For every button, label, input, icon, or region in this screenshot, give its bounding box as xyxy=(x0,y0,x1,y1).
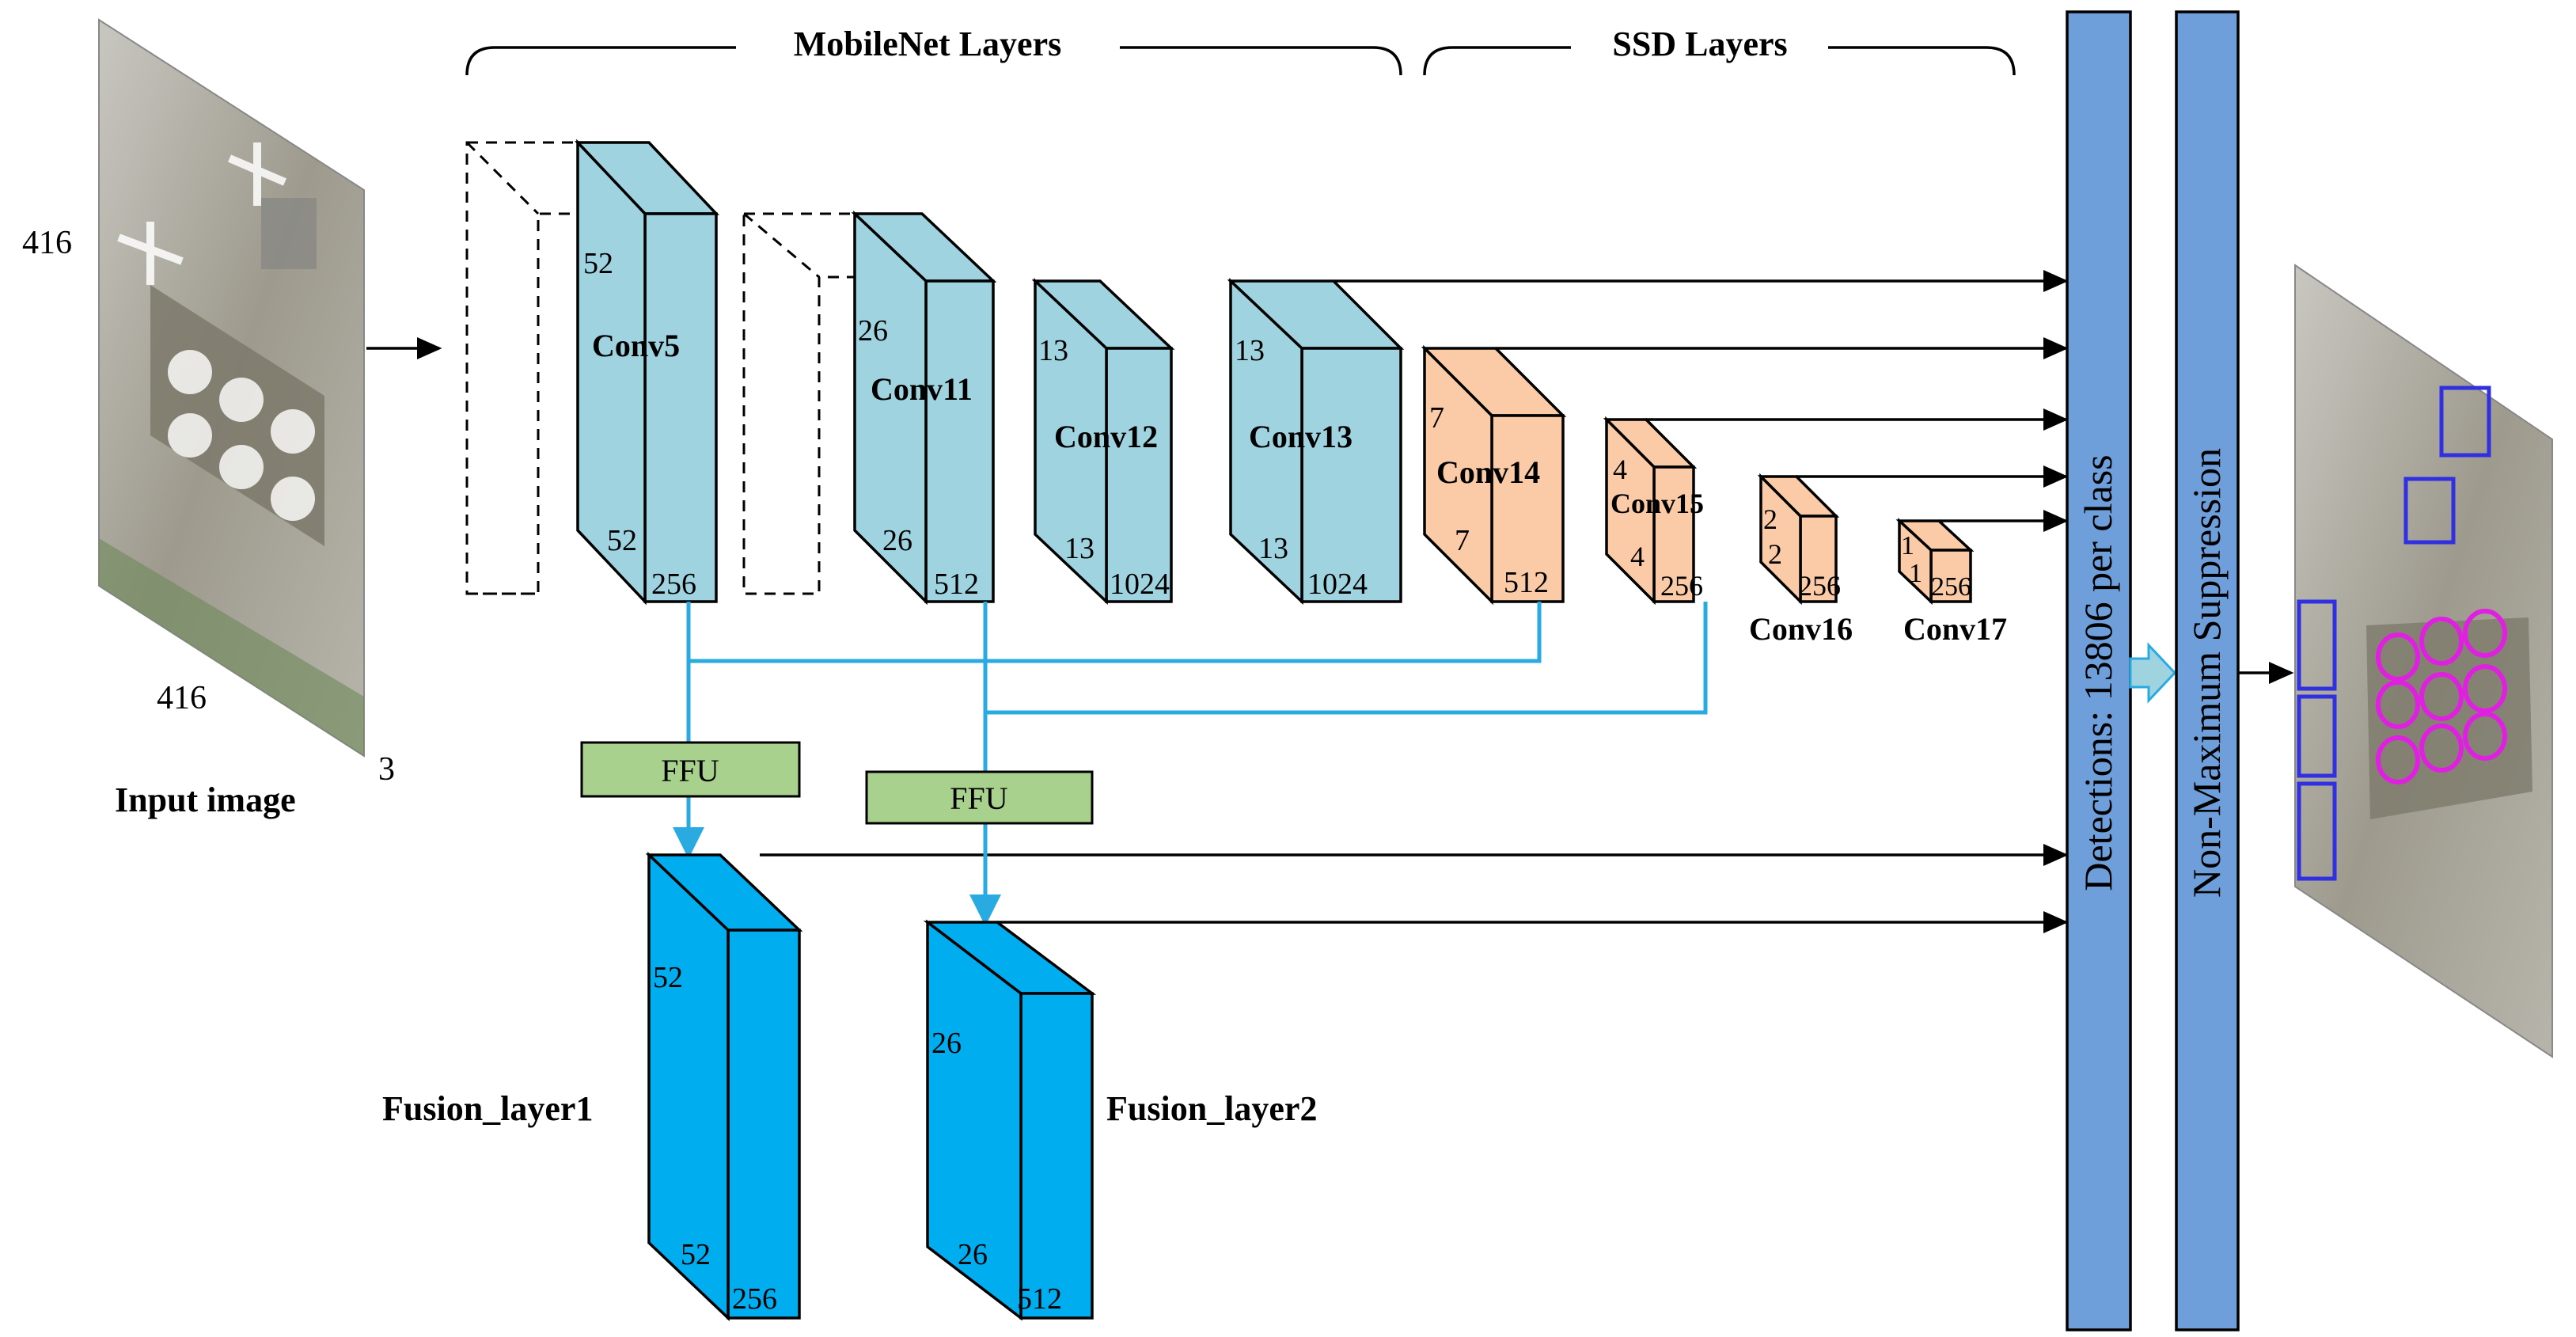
conv15-name: Conv15 xyxy=(1610,488,1704,519)
conv12-channels: 1024 xyxy=(1110,568,1170,601)
conv5-block: 52 Conv5 52 256 xyxy=(574,139,720,606)
ffu-label-2: FFU xyxy=(950,781,1007,816)
conv11-name: Conv11 xyxy=(871,371,973,407)
detections-label: Detections: 13806 per class xyxy=(2076,454,2120,891)
conv15-block: 4 Conv15 4 256 xyxy=(1603,416,1704,606)
conv13-name: Conv13 xyxy=(1249,419,1352,454)
input-width-dim: 416 xyxy=(157,680,207,716)
conv11-dashed-placeholder xyxy=(742,212,856,595)
conv14-width: 7 xyxy=(1455,524,1470,557)
conv5-width: 52 xyxy=(607,524,637,557)
output-image xyxy=(2294,264,2553,1058)
ffu-box-2: FFU xyxy=(865,770,1094,825)
feature-fusion-connectors xyxy=(673,602,1708,926)
fusion1-name: Fusion_layer1 xyxy=(382,1089,593,1128)
mobilenet-group-label: MobileNet Layers xyxy=(794,25,1061,63)
fusion2-channels: 512 xyxy=(1017,1282,1062,1316)
conv17-width: 1 xyxy=(1909,559,1922,588)
conv17-name: Conv17 xyxy=(1903,611,2007,647)
detections-bar: Detections: 13806 per class xyxy=(2066,10,2132,1331)
conv14-height: 7 xyxy=(1429,401,1444,435)
conv17-channels: 256 xyxy=(1931,572,1971,602)
conv5-name: Conv5 xyxy=(592,328,680,363)
fusion1-channels: 256 xyxy=(732,1282,777,1316)
detections-to-nms-arrow xyxy=(2129,642,2177,704)
fusion-layer1-block: 52 52 256 Fusion_layer1 xyxy=(382,851,803,1322)
conv13-width: 13 xyxy=(1258,532,1288,565)
conv17-block: 1 1 256 Conv17 xyxy=(1895,517,2007,647)
ssd-group-label: SSD Layers xyxy=(1612,25,1787,63)
conv17-height: 1 xyxy=(1901,531,1914,560)
fusion-layer2-block: 26 26 512 Fusion_layer2 xyxy=(923,919,1317,1321)
conv14-name: Conv14 xyxy=(1436,454,1540,490)
detection-arrows xyxy=(760,270,2069,933)
ffu-box-1: FFU xyxy=(580,741,801,798)
input-image: 416 416 3 Input image xyxy=(22,18,395,819)
conv12-name: Conv12 xyxy=(1054,419,1158,454)
conv11-width: 26 xyxy=(882,524,912,557)
fusion1-height: 52 xyxy=(653,961,683,994)
conv15-height: 4 xyxy=(1613,454,1627,485)
ffu-label-1: FFU xyxy=(661,753,719,788)
conv11-channels: 512 xyxy=(934,568,979,601)
nms-bar: Non-Maximum Suppression xyxy=(2175,10,2240,1331)
conv16-height: 2 xyxy=(1763,503,1777,535)
conv14-channels: 512 xyxy=(1504,566,1549,599)
fusion2-width: 26 xyxy=(958,1238,988,1271)
ssd-brace: SSD Layers xyxy=(1423,25,2016,76)
conv5-height: 52 xyxy=(583,247,613,280)
nms-label: Non-Maximum Suppression xyxy=(2184,448,2229,898)
conv11-height: 26 xyxy=(858,314,888,348)
conv15-channels: 256 xyxy=(1660,570,1703,602)
conv13-channels: 1024 xyxy=(1307,568,1368,601)
input-height-dim: 416 xyxy=(22,225,72,261)
conv5-channels: 256 xyxy=(651,568,696,601)
fusion2-height: 26 xyxy=(931,1027,962,1060)
fusion2-name: Fusion_layer2 xyxy=(1106,1089,1317,1128)
conv12-height: 13 xyxy=(1038,334,1068,367)
conv16-channels: 256 xyxy=(1798,570,1841,602)
conv11-block: 26 Conv11 26 512 xyxy=(851,210,997,606)
input-image-label: Input image xyxy=(115,781,296,819)
conv13-height: 13 xyxy=(1235,334,1265,367)
conv14-block: 7 Conv14 7 512 xyxy=(1421,344,1567,606)
conv16-width: 2 xyxy=(1768,538,1782,570)
conv12-width: 13 xyxy=(1064,532,1095,565)
conv16-block: 2 2 256 Conv16 xyxy=(1749,473,1853,647)
fusion1-width: 52 xyxy=(681,1238,711,1271)
conv15-width: 4 xyxy=(1630,541,1645,572)
conv16-name: Conv16 xyxy=(1749,611,1853,647)
conv5-dashed-placeholder xyxy=(465,141,579,595)
conv13-block: 13 Conv13 13 1024 xyxy=(1227,277,1405,606)
conv12-block: 13 Conv12 13 1024 xyxy=(1031,277,1175,606)
mobilenet-brace: MobileNet Layers xyxy=(465,25,1402,76)
input-channels-dim: 3 xyxy=(378,751,395,788)
